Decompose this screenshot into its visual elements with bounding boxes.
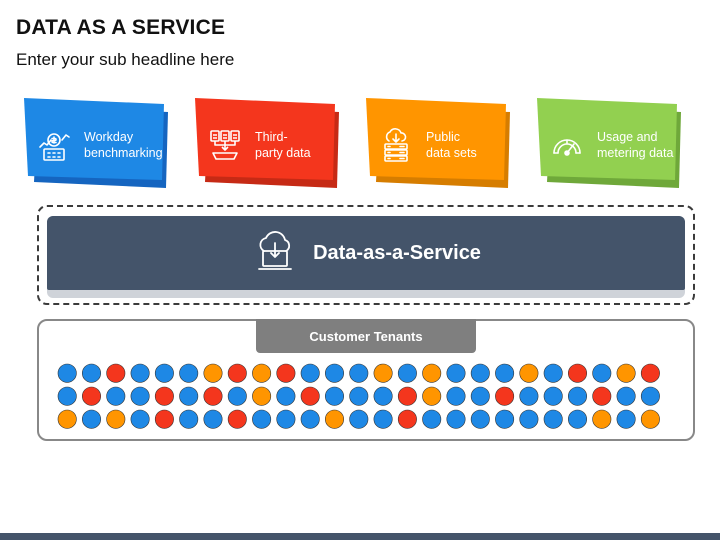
tenant-dot — [57, 409, 77, 429]
tenant-dot — [640, 386, 660, 406]
tenant-dot — [227, 409, 247, 429]
gauge-meter-icon — [553, 139, 581, 156]
tenant-dot — [519, 363, 539, 383]
tenant-dot — [640, 363, 660, 383]
tenant-dot — [470, 386, 490, 406]
third-party-data-icon — [210, 130, 240, 160]
tenant-dot — [373, 409, 393, 429]
daas-label: Data-as-a-Service — [313, 241, 481, 264]
tenant-dot — [446, 363, 466, 383]
tenant-dot — [130, 363, 150, 383]
footer-bar — [0, 533, 720, 540]
card-label: Public data sets — [426, 130, 477, 160]
tenant-dot — [397, 409, 417, 429]
tenant-dot — [227, 386, 247, 406]
tenant-dot — [616, 409, 636, 429]
card-usage-metering-data: Usage and metering data — [537, 98, 681, 188]
tenant-dot — [154, 386, 174, 406]
tenant-dot — [81, 363, 101, 383]
tenant-dot — [567, 386, 587, 406]
tenant-dot — [154, 409, 174, 429]
tenant-dot — [324, 363, 344, 383]
tenant-dot — [543, 409, 563, 429]
tenant-dot — [57, 363, 77, 383]
tenant-dot — [422, 386, 442, 406]
tenant-dot — [592, 363, 612, 383]
tenant-dot — [373, 386, 393, 406]
tenant-dot — [154, 363, 174, 383]
tenant-dot — [543, 363, 563, 383]
tenants-label: Customer Tenants — [256, 319, 476, 353]
tenant-dot — [203, 363, 223, 383]
tenant-dot — [616, 363, 636, 383]
tenant-dot — [470, 363, 490, 383]
tenant-dot — [203, 386, 223, 406]
daas-bar: Data-as-a-Service — [47, 216, 685, 290]
tenant-dot — [106, 386, 126, 406]
tenant-dot — [227, 363, 247, 383]
card-face — [366, 98, 506, 180]
tenant-dot — [470, 409, 490, 429]
tenant-dot — [252, 386, 272, 406]
benchmark-chart-icon — [39, 133, 70, 161]
tenant-dot — [252, 363, 272, 383]
tenant-dot — [276, 409, 296, 429]
tenant-dot — [252, 409, 272, 429]
tenant-dot — [324, 386, 344, 406]
tenant-dot — [543, 386, 563, 406]
card-workday-benchmarking: Workday benchmarking — [24, 98, 168, 188]
tenant-dot — [276, 386, 296, 406]
tenant-dot — [616, 386, 636, 406]
tenant-dot — [519, 409, 539, 429]
page-title: DATA AS A SERVICE — [16, 16, 226, 39]
tenant-dot — [130, 386, 150, 406]
tenant-dot — [349, 386, 369, 406]
tenant-dot — [567, 363, 587, 383]
tenant-dot — [373, 363, 393, 383]
card-label: Workday benchmarking — [84, 130, 163, 160]
tenant-dot — [324, 409, 344, 429]
tenant-dot — [519, 386, 539, 406]
cloud-laptop-icon — [258, 231, 292, 270]
tenant-dot — [640, 409, 660, 429]
tenant-dot — [179, 363, 199, 383]
page-subtitle: Enter your sub headline here — [16, 50, 235, 69]
tenant-dot — [179, 386, 199, 406]
tenant-dot — [276, 363, 296, 383]
tenant-dot — [495, 363, 515, 383]
tenant-dot — [300, 386, 320, 406]
tenant-dots — [57, 363, 660, 429]
tenant-dot — [446, 386, 466, 406]
daas-dashed-frame — [37, 205, 695, 305]
tenant-dot — [57, 386, 77, 406]
tenant-dot — [349, 409, 369, 429]
tenant-dot — [349, 363, 369, 383]
tenant-dot — [397, 386, 417, 406]
tenant-dot — [106, 363, 126, 383]
tenant-dot — [81, 409, 101, 429]
tenant-dot — [592, 386, 612, 406]
tenant-dot — [130, 409, 150, 429]
tenant-dot — [106, 409, 126, 429]
tenant-dot — [422, 363, 442, 383]
card-public-data-sets: Public data sets — [366, 98, 510, 188]
tenant-dot — [300, 363, 320, 383]
tenant-dot — [567, 409, 587, 429]
tenant-dot — [592, 409, 612, 429]
tenant-dot — [495, 409, 515, 429]
tenant-dot — [397, 363, 417, 383]
card-label: Third- party data — [255, 130, 311, 160]
public-data-server-icon — [384, 128, 408, 162]
tenant-dot — [422, 409, 442, 429]
tenant-dot — [81, 386, 101, 406]
card-label: Usage and metering data — [597, 130, 674, 160]
tenant-dot — [446, 409, 466, 429]
tenant-dot — [179, 409, 199, 429]
card-face — [537, 98, 677, 180]
tenant-dot — [300, 409, 320, 429]
tenant-dot — [495, 386, 515, 406]
tenant-dot — [203, 409, 223, 429]
card-third-party-data: Third- party data — [195, 98, 339, 188]
